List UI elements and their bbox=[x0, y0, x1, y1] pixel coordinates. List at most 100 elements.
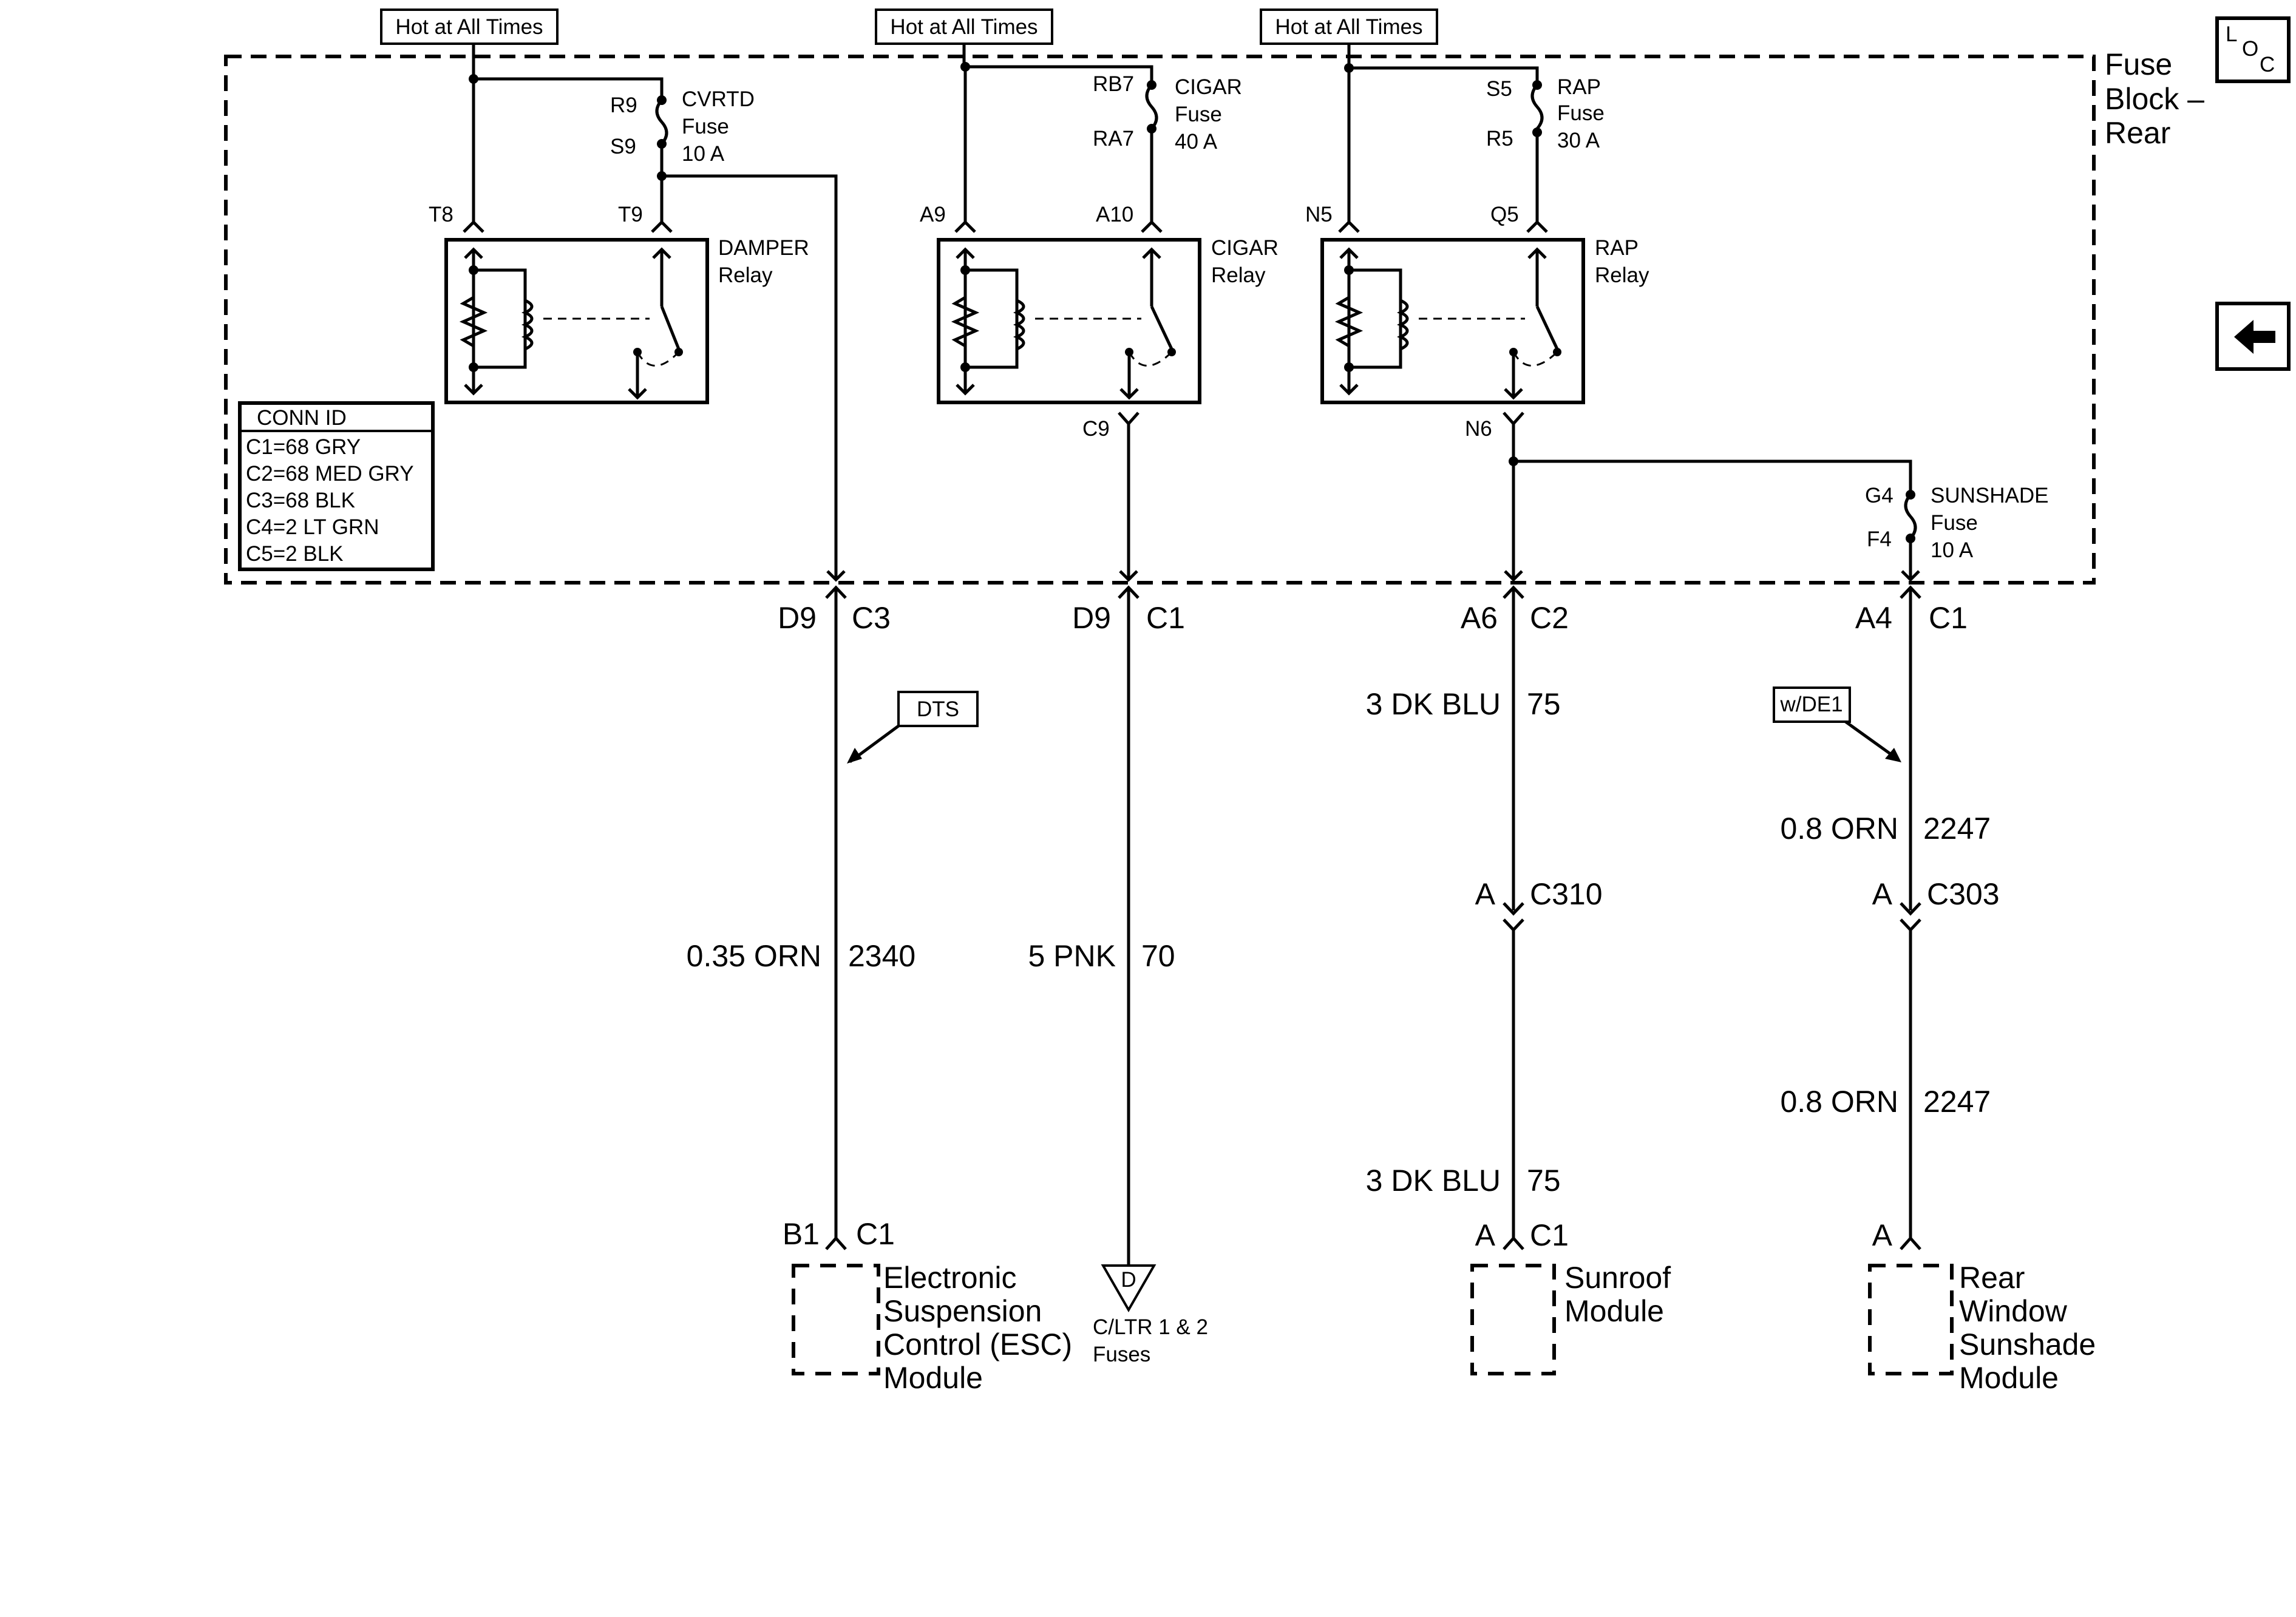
sunroof-wire bbox=[1503, 585, 1524, 1250]
sunshade-connector-pin: A bbox=[1872, 1218, 1893, 1252]
sunroof-wire-connector: C2 bbox=[1530, 601, 1569, 635]
rap-relay-pin-q5: Q5 bbox=[1490, 203, 1519, 226]
sunshade-module-name: Sunshade bbox=[1959, 1327, 2096, 1361]
sunroof-module-name: Module bbox=[1564, 1294, 1664, 1328]
cigar-fuse-in-pin: RB7 bbox=[1093, 72, 1134, 96]
cigar-fuse-word: Fuse bbox=[1175, 103, 1222, 126]
rap-relay-word: Relay bbox=[1595, 263, 1649, 287]
sunroof-wire-pin: A6 bbox=[1461, 601, 1498, 635]
svg-text:DTS: DTS bbox=[917, 697, 959, 721]
esc-module-name: Electronic bbox=[883, 1261, 1017, 1295]
rap-relay bbox=[1320, 238, 1585, 404]
rap-fuse-out-pin: R5 bbox=[1486, 127, 1513, 151]
ground-symbol: D bbox=[1101, 1264, 1156, 1313]
esc-wire-color: 0.35 ORN bbox=[687, 939, 821, 973]
damper-relay-pin-t9: T9 bbox=[618, 203, 643, 226]
sunshade-module-name: Window bbox=[1959, 1294, 2068, 1328]
sunshade-wire-circuit-bottom: 2247 bbox=[1923, 1085, 1991, 1119]
conn-id-row: C5=2 BLK bbox=[246, 542, 344, 566]
rap-fuse-rating: 30 A bbox=[1557, 129, 1600, 152]
conn-id-title: CONN ID bbox=[257, 406, 347, 430]
cigar-lighter-wire-color: 5 PNK bbox=[1028, 939, 1116, 973]
damper-relay-word: Relay bbox=[718, 263, 773, 287]
rap-relay-pin-n5: N5 bbox=[1305, 203, 1333, 226]
cvrtd-fuse-in-pin: R9 bbox=[610, 93, 637, 117]
fuse-block-label-line2: Block – bbox=[2105, 82, 2204, 116]
cigar-relay-pin-c9: C9 bbox=[1082, 417, 1110, 441]
conn-id-row: C2=68 MED GRY bbox=[246, 462, 414, 486]
cigar-relay-pin-a10: A10 bbox=[1096, 203, 1133, 226]
sunshade-wire-color-bottom: 0.8 ORN bbox=[1780, 1085, 1898, 1119]
sunshade-fuse-name: SUNSHADE bbox=[1931, 484, 2048, 507]
cigar-fuse-rating: 40 A bbox=[1175, 130, 1218, 154]
rap-relay-pin-n6: N6 bbox=[1465, 417, 1492, 441]
rap-fuse-name: RAP bbox=[1557, 75, 1601, 99]
sunshade-wire bbox=[1900, 585, 1921, 1250]
back-arrow-icon[interactable] bbox=[2215, 302, 2291, 371]
esc-wire-pin: D9 bbox=[778, 601, 817, 635]
sunshade-wire-pin: A4 bbox=[1855, 601, 1892, 635]
cvrtd-fuse-out-pin: S9 bbox=[610, 135, 636, 158]
sunroof-wire-color-bottom: 3 DK BLU bbox=[1366, 1164, 1501, 1198]
sunroof-inline-pin: A bbox=[1475, 877, 1496, 911]
esc-connector: C1 bbox=[856, 1217, 895, 1251]
rap-fuse-in-pin: S5 bbox=[1486, 77, 1512, 101]
esc-module-name: Control (ESC) bbox=[883, 1327, 1072, 1361]
sunroof-wire-circuit-top: 75 bbox=[1527, 687, 1561, 721]
sunshade-wire-color-top: 0.8 ORN bbox=[1780, 812, 1898, 846]
rap-circuit bbox=[1338, 44, 1548, 233]
sunroof-connector-pin: A bbox=[1475, 1218, 1496, 1252]
cvrtd-fuse-name: CVRTD bbox=[682, 87, 755, 111]
cigar-relay bbox=[937, 238, 1201, 404]
sunroof-module-box bbox=[1470, 1264, 1556, 1375]
sunshade-inline-pin: A bbox=[1872, 877, 1893, 911]
esc-connector-pin: B1 bbox=[783, 1217, 820, 1251]
rap-relay-output bbox=[1503, 412, 1917, 580]
hot-at-all-times-label-2: Hot at All Times bbox=[875, 8, 1053, 45]
cigar-lighter-wire bbox=[1118, 585, 1140, 1266]
cvrtd-fuse-word: Fuse bbox=[682, 115, 729, 138]
svg-text:w/DE1: w/DE1 bbox=[1779, 693, 1843, 716]
esc-module-name: Module bbox=[883, 1361, 983, 1395]
sunroof-inline-connector: C310 bbox=[1530, 877, 1603, 911]
ground-label-line1: C/LTR 1 & 2 bbox=[1093, 1315, 1208, 1339]
sunroof-connector: C1 bbox=[1530, 1218, 1569, 1252]
sunshade-fuse-rating: 10 A bbox=[1931, 538, 1974, 562]
sunshade-fuse-in-pin: G4 bbox=[1865, 484, 1894, 507]
esc-wire bbox=[825, 585, 847, 1250]
damper-relay-name: DAMPER bbox=[718, 236, 809, 260]
conn-id-table: CONN ID C1=68 GRY C2=68 MED GRY C3=68 BL… bbox=[238, 401, 435, 571]
esc-wire-connector: C3 bbox=[852, 601, 891, 635]
cigar-lighter-wire-circuit: 70 bbox=[1141, 939, 1175, 973]
cigar-circuit bbox=[954, 44, 1163, 233]
hot-at-all-times-label-1: Hot at All Times bbox=[380, 8, 559, 45]
cigar-relay-pin-a9: A9 bbox=[920, 203, 946, 226]
sunshade-fuse-word: Fuse bbox=[1931, 511, 1978, 535]
cigar-relay-output bbox=[1118, 412, 1140, 580]
fuse-block-label-line3: Rear bbox=[2105, 116, 2170, 150]
sunroof-module-name: Sunroof bbox=[1564, 1261, 1671, 1295]
sunshade-fuse-out-pin: F4 bbox=[1867, 527, 1892, 551]
damper-relay-pin-t8: T8 bbox=[429, 203, 453, 226]
location-icon-l: L bbox=[2226, 22, 2237, 46]
location-icon-c: C bbox=[2260, 53, 2275, 76]
conn-id-row: C1=68 GRY bbox=[246, 435, 361, 459]
cigar-relay-name: CIGAR bbox=[1211, 236, 1279, 260]
fuse-block-outline bbox=[224, 55, 2096, 585]
location-icon[interactable]: L O C bbox=[2215, 16, 2291, 83]
fuse-block-label-line1: Fuse bbox=[2105, 47, 2172, 81]
rap-fuse-word: Fuse bbox=[1557, 101, 1605, 125]
sunshade-module-name: Module bbox=[1959, 1361, 2059, 1395]
dts-option-badge[interactable]: DTS bbox=[847, 691, 979, 764]
svg-text:Hot at All Times: Hot at All Times bbox=[1275, 15, 1422, 39]
sunshade-inline-connector: C303 bbox=[1927, 877, 2000, 911]
svg-text:Hot at All Times: Hot at All Times bbox=[395, 15, 543, 39]
sunroof-wire-circuit-bottom: 75 bbox=[1527, 1164, 1561, 1198]
cigar-fuse-out-pin: RA7 bbox=[1093, 127, 1134, 151]
de1-option-badge[interactable]: w/DE1 bbox=[1773, 686, 1901, 762]
svg-text:Hot at All Times: Hot at All Times bbox=[890, 15, 1038, 39]
conn-id-row: C3=68 BLK bbox=[246, 489, 355, 512]
sunshade-wire-connector: C1 bbox=[1929, 601, 1968, 635]
